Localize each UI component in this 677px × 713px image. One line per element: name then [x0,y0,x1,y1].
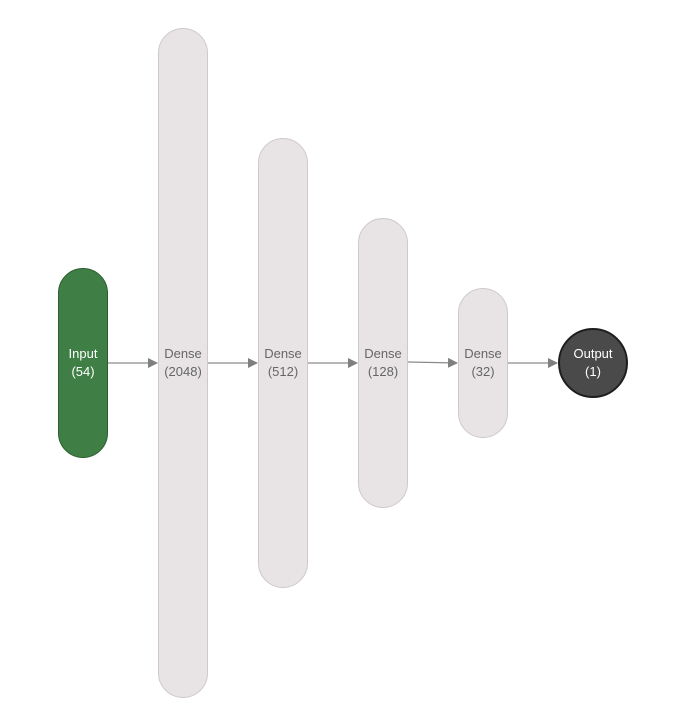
output-layer-size: (1) [585,364,601,379]
output-layer: Output (1) [558,328,628,398]
input-layer: Input (54) [58,268,108,458]
dense-layer-4-name: Dense [464,346,502,361]
dense-layer-4: Dense (32) [458,288,508,438]
dense-layer-1-size: (2048) [164,364,202,379]
dense-layer-1: Dense (2048) [158,28,208,698]
input-layer-name: Input [68,346,98,361]
dense-layer-1-name: Dense [164,346,202,361]
dense-layer-3-name: Dense [364,346,402,361]
dense-layer-2: Dense (512) [258,138,308,588]
dense-layer-3-size: (128) [367,364,399,379]
dense-layer-3: Dense (128) [358,218,408,508]
input-layer-size: (54) [71,364,95,379]
dense-layer-2-size: (512) [267,364,299,379]
arrow-dense-3-to-dense-4 [407,357,458,368]
output-layer-name: Output [573,346,613,361]
dense-layer-4-size: (32) [471,364,495,379]
dense-layer-2-name: Dense [264,346,302,361]
